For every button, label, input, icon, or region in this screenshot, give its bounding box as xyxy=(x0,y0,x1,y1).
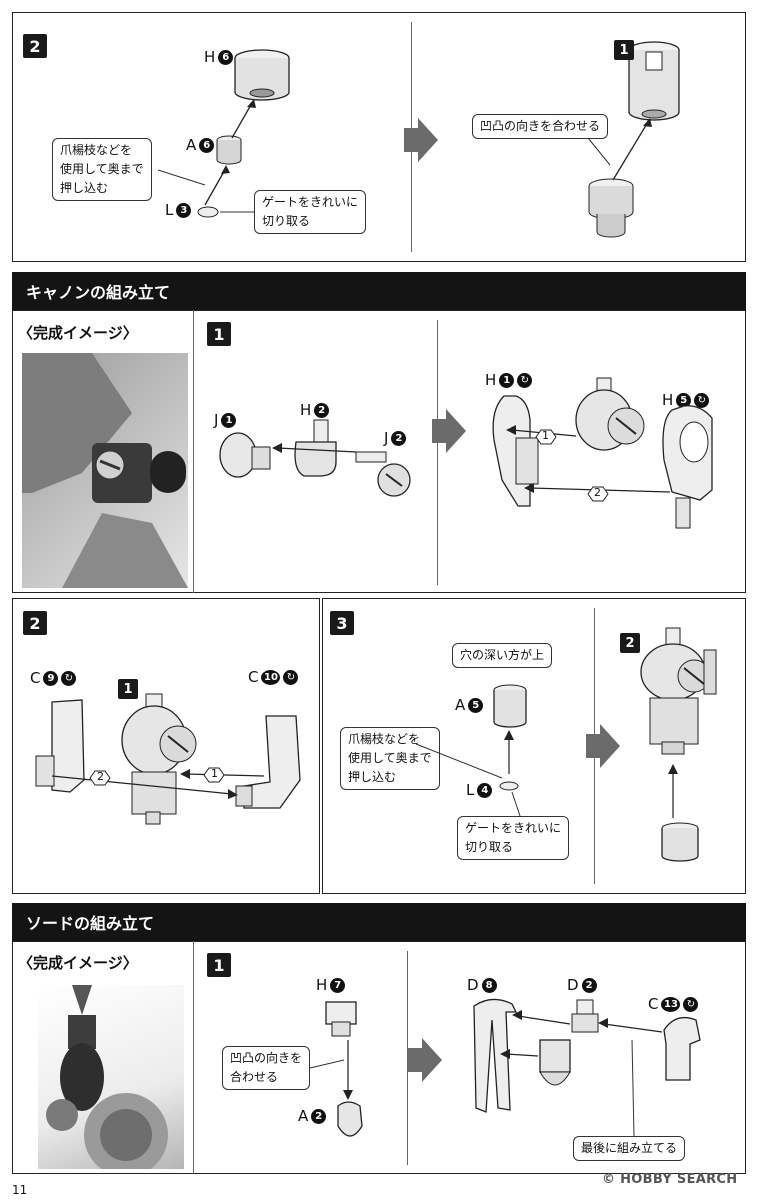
note-cut-gate: ゲートをきれいに 切り取る xyxy=(254,190,367,234)
note-align-bumps: 凹凸の向きを合わせる xyxy=(472,114,609,139)
flip-icon: ↻ xyxy=(683,996,699,1012)
flip-icon: ↻ xyxy=(283,669,299,685)
page-number: 11 xyxy=(12,1183,28,1197)
watermark: © HOBBY SEARCH xyxy=(602,1172,738,1187)
finished-image-caption: 〈完成イメージ〉 xyxy=(18,954,138,972)
flip-icon: ↻ xyxy=(694,392,710,408)
note-deep-hole-up: 穴の深い方が上 xyxy=(452,643,553,668)
section-header-sword: ソードの組み立て xyxy=(12,903,746,941)
step-mark-2: 2 xyxy=(594,486,601,499)
note-assemble-last: 最後に組み立てる xyxy=(573,1136,686,1161)
panel-divider xyxy=(437,320,438,585)
panel-divider xyxy=(407,951,408,1165)
note-push-in: 爪楊枝などを 使用して奥まで 押し込む xyxy=(340,727,440,790)
step-number-badge: 1 xyxy=(207,322,231,346)
step-number-badge: 3 xyxy=(330,611,354,635)
cannon-finished-photo xyxy=(22,353,188,588)
step-mark-2: 2 xyxy=(97,770,104,783)
step-mark-1: 1 xyxy=(542,429,549,442)
flip-icon: ↻ xyxy=(517,372,533,388)
image-divider xyxy=(193,941,194,1174)
step-number-badge: 2 xyxy=(23,34,47,58)
note-push-in: 爪楊枝などを 使用して奥まで 押し込む xyxy=(52,138,152,201)
flip-icon: ↻ xyxy=(61,670,77,686)
note-cut-gate: ゲートをきれいに 切り取る xyxy=(457,816,570,860)
sword-finished-photo xyxy=(38,985,184,1169)
step-mark-1: 1 xyxy=(211,767,218,780)
sub-step-badge: 1 xyxy=(118,679,138,699)
sub-step-badge: 1 xyxy=(614,40,634,60)
step-number-badge: 2 xyxy=(23,611,47,635)
sub-step-badge: 2 xyxy=(620,633,640,653)
image-divider xyxy=(193,310,194,593)
finished-image-caption: 〈完成イメージ〉 xyxy=(18,324,138,342)
step-number-badge: 1 xyxy=(207,953,231,977)
note-align-bumps: 凹凸の向きを 合わせる xyxy=(222,1046,311,1090)
section-header-cannon: キャノンの組み立て xyxy=(12,272,746,310)
